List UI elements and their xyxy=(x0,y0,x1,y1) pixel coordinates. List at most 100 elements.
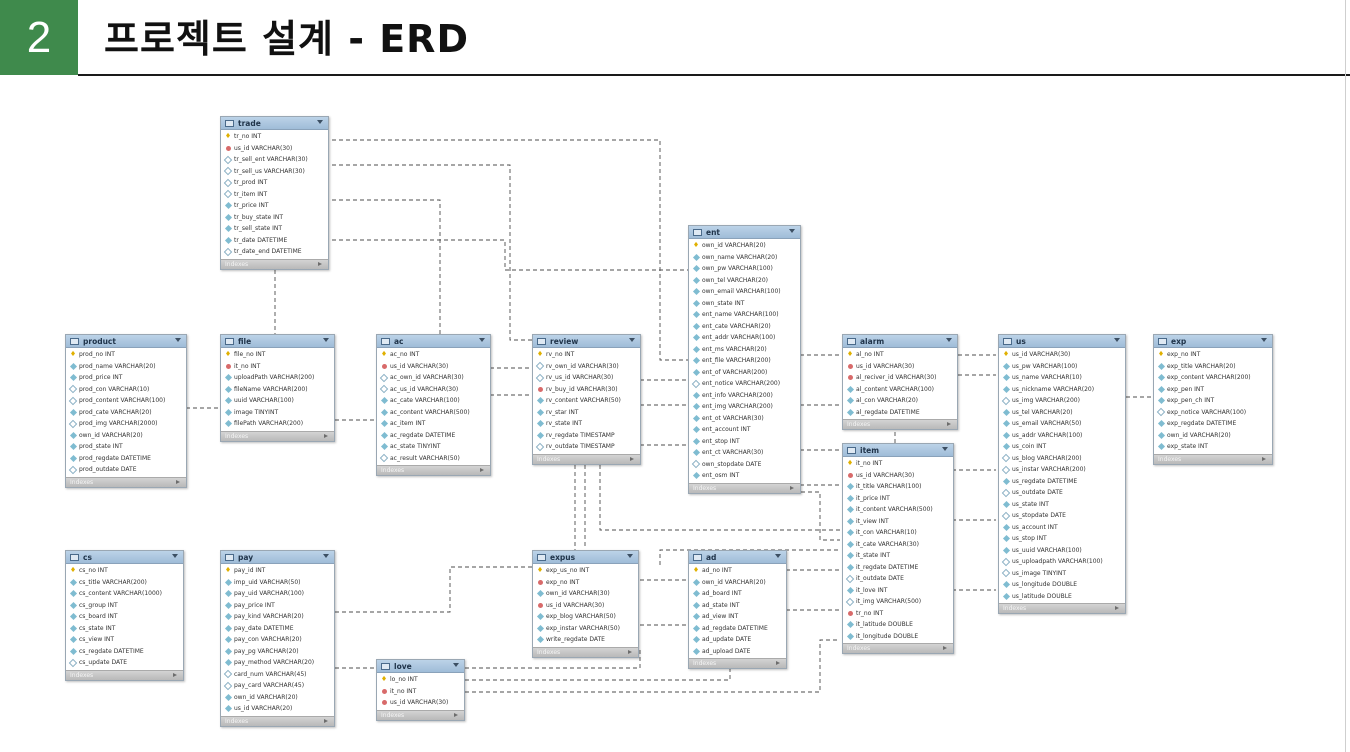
caret-down-icon[interactable] xyxy=(627,554,633,558)
column-row[interactable]: tr_item INT xyxy=(221,189,328,201)
column-row[interactable]: ent_ct VARCHAR(30) xyxy=(689,447,800,459)
column-row[interactable]: rv_us_id VARCHAR(30) xyxy=(533,372,640,384)
column-row[interactable]: it_view INT xyxy=(843,516,953,528)
column-row[interactable]: ad_regdate DATETIME xyxy=(689,623,786,635)
column-row[interactable]: ent_of VARCHAR(200) xyxy=(689,367,800,379)
column-row[interactable]: ♦tr_no INT xyxy=(221,131,328,143)
column-row[interactable]: ent_img VARCHAR(200) xyxy=(689,401,800,413)
table-header[interactable]: pay xyxy=(221,551,334,564)
caret-down-icon[interactable] xyxy=(317,120,323,124)
column-row[interactable]: us_id VARCHAR(30) xyxy=(533,600,638,612)
caret-down-icon[interactable] xyxy=(453,663,459,667)
column-row[interactable]: it_title VARCHAR(100) xyxy=(843,481,953,493)
column-row[interactable]: exp_content VARCHAR(200) xyxy=(1154,372,1272,384)
column-row[interactable]: us_email VARCHAR(50) xyxy=(999,418,1125,430)
column-row[interactable]: tr_date DATETIME xyxy=(221,235,328,247)
column-row[interactable]: cs_state INT xyxy=(66,623,183,635)
column-row[interactable]: us_addr VARCHAR(100) xyxy=(999,430,1125,442)
column-row[interactable]: rv_buy_id VARCHAR(30) xyxy=(533,384,640,396)
caret-down-icon[interactable] xyxy=(323,554,329,558)
expand-arrow-icon[interactable] xyxy=(324,718,328,723)
expand-arrow-icon[interactable] xyxy=(454,712,458,717)
indexes-footer[interactable]: Indexes xyxy=(221,715,334,726)
column-row[interactable]: al_regdate DATETIME xyxy=(843,407,957,419)
column-row[interactable]: cs_regdate DATETIME xyxy=(66,646,183,658)
table-header[interactable]: love xyxy=(377,660,464,673)
column-row[interactable]: pay_con VARCHAR(20) xyxy=(221,634,334,646)
column-row[interactable]: us_uuid VARCHAR(100) xyxy=(999,545,1125,557)
column-row[interactable]: ac_result VARCHAR(50) xyxy=(377,453,490,465)
column-row[interactable]: ac_item INT xyxy=(377,418,490,430)
indexes-footer[interactable]: Indexes xyxy=(689,482,800,493)
column-row[interactable]: prod_state INT xyxy=(66,441,186,453)
caret-down-icon[interactable] xyxy=(1114,338,1120,342)
table-ent[interactable]: ent♦own_id VARCHAR(20)own_name VARCHAR(2… xyxy=(688,225,801,494)
column-row[interactable]: rv_outdate TIMESTAMP xyxy=(533,441,640,453)
column-row[interactable]: us_state INT xyxy=(999,499,1125,511)
column-row[interactable]: exp_notice VARCHAR(100) xyxy=(1154,407,1272,419)
column-row[interactable]: ent_notice VARCHAR(200) xyxy=(689,378,800,390)
column-row[interactable]: pay_price INT xyxy=(221,600,334,612)
column-row[interactable]: cs_content VARCHAR(1000) xyxy=(66,588,183,600)
column-row[interactable]: ac_regdate DATETIME xyxy=(377,430,490,442)
column-row[interactable]: us_img VARCHAR(200) xyxy=(999,395,1125,407)
expand-arrow-icon[interactable] xyxy=(318,261,322,266)
expand-arrow-icon[interactable] xyxy=(790,485,794,490)
column-row[interactable]: it_longitude DOUBLE xyxy=(843,631,953,643)
table-header[interactable]: expus xyxy=(533,551,638,564)
indexes-footer[interactable]: Indexes xyxy=(221,258,328,269)
table-header[interactable]: review xyxy=(533,335,640,348)
column-row[interactable]: own_name VARCHAR(20) xyxy=(689,252,800,264)
caret-down-icon[interactable] xyxy=(629,338,635,342)
column-row[interactable]: prod_price INT xyxy=(66,372,186,384)
column-row[interactable]: al_content VARCHAR(100) xyxy=(843,384,957,396)
column-row[interactable]: image TINYINT xyxy=(221,407,334,419)
column-row[interactable]: us_regdate DATETIME xyxy=(999,476,1125,488)
indexes-footer[interactable]: Indexes xyxy=(1154,453,1272,464)
column-row[interactable]: ad_update DATE xyxy=(689,634,786,646)
column-row[interactable]: it_regdate DATETIME xyxy=(843,562,953,574)
indexes-footer[interactable]: Indexes xyxy=(377,465,490,475)
column-row[interactable]: al_reciver_id VARCHAR(30) xyxy=(843,372,957,384)
column-row[interactable]: us_image TINYINT xyxy=(999,568,1125,580)
column-row[interactable]: it_con VARCHAR(10) xyxy=(843,527,953,539)
expand-arrow-icon[interactable] xyxy=(1262,456,1266,461)
column-row[interactable]: cs_board INT xyxy=(66,611,183,623)
column-row[interactable]: ♦rv_no INT xyxy=(533,349,640,361)
column-row[interactable]: us_latitude DOUBLE xyxy=(999,591,1125,603)
column-row[interactable]: ac_us_id VARCHAR(30) xyxy=(377,384,490,396)
column-row[interactable]: rv_state INT xyxy=(533,418,640,430)
expand-arrow-icon[interactable] xyxy=(630,456,634,461)
indexes-footer[interactable]: Indexes xyxy=(533,646,638,657)
column-row[interactable]: ♦al_no INT xyxy=(843,349,957,361)
column-row[interactable]: ♦own_id VARCHAR(20) xyxy=(689,240,800,252)
column-row[interactable]: exp_regdate DATETIME xyxy=(1154,418,1272,430)
column-row[interactable]: tr_sell_state INT xyxy=(221,223,328,235)
column-row[interactable]: us_blog VARCHAR(200) xyxy=(999,453,1125,465)
column-row[interactable]: pay_method VARCHAR(20) xyxy=(221,657,334,669)
column-row[interactable]: own_stopdate DATE xyxy=(689,459,800,471)
indexes-footer[interactable]: Indexes xyxy=(689,658,786,668)
column-row[interactable]: ent_addr VARCHAR(100) xyxy=(689,332,800,344)
column-row[interactable]: ♦exp_no INT xyxy=(1154,349,1272,361)
column-row[interactable]: tr_price INT xyxy=(221,200,328,212)
column-row[interactable]: ent_file VARCHAR(200) xyxy=(689,355,800,367)
column-row[interactable]: cs_view INT xyxy=(66,634,183,646)
caret-down-icon[interactable] xyxy=(946,338,952,342)
column-row[interactable]: it_no INT xyxy=(377,686,464,698)
column-row[interactable]: ♦prod_no INT xyxy=(66,349,186,361)
column-row[interactable]: rv_own_id VARCHAR(30) xyxy=(533,361,640,373)
indexes-footer[interactable]: Indexes xyxy=(843,419,957,429)
column-row[interactable]: us_stopdate DATE xyxy=(999,510,1125,522)
table-header[interactable]: product xyxy=(66,335,186,348)
column-row[interactable]: it_latitude DOUBLE xyxy=(843,619,953,631)
column-row[interactable]: it_content VARCHAR(500) xyxy=(843,504,953,516)
column-row[interactable]: it_cate VARCHAR(30) xyxy=(843,539,953,551)
table-us[interactable]: us♦us_id VARCHAR(30)us_pw VARCHAR(100)us… xyxy=(998,334,1126,614)
column-row[interactable]: ac_cate VARCHAR(100) xyxy=(377,395,490,407)
column-row[interactable]: rv_regdate TIMESTAMP xyxy=(533,430,640,442)
column-row[interactable]: us_uploadpath VARCHAR(100) xyxy=(999,556,1125,568)
expand-arrow-icon[interactable] xyxy=(943,646,947,650)
